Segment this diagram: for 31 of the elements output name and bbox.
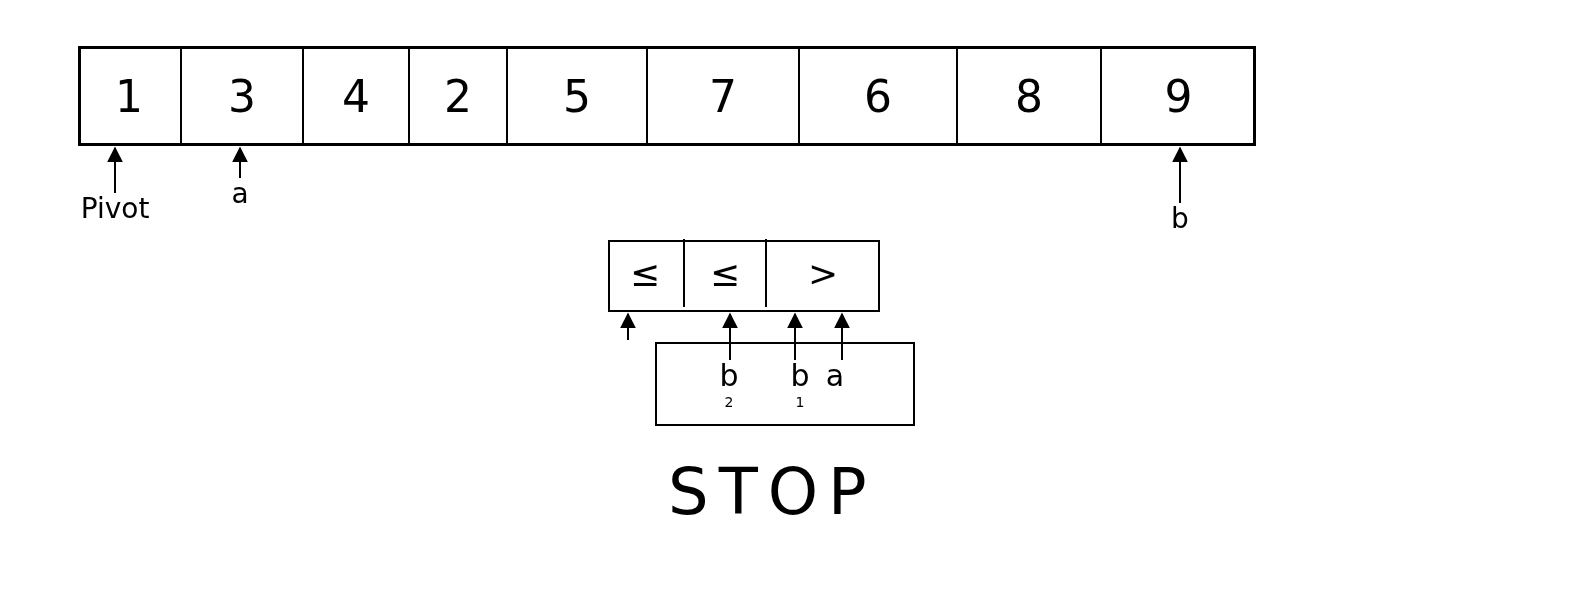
comparison-cell: ≤ — [607, 239, 685, 307]
pointer-label: a — [220, 180, 260, 220]
array-cell: 6 — [800, 46, 958, 146]
array-outline — [78, 46, 1256, 146]
comparison-cell: > — [767, 239, 879, 307]
comparison-array — [608, 240, 880, 312]
arrow — [232, 146, 248, 179]
arrow — [722, 312, 738, 361]
array-cell: 4 — [304, 46, 410, 146]
pointer-label: a — [817, 361, 853, 401]
array-cell: 7 — [648, 46, 800, 146]
array-cell: 8 — [958, 46, 1102, 146]
arrow — [834, 312, 850, 361]
array-cell: 5 — [508, 46, 648, 146]
array-cell: 2 — [410, 46, 508, 146]
arrow — [787, 312, 803, 361]
pointer-label: b — [790, 361, 810, 391]
index-number: 1 — [795, 395, 805, 409]
comparison-cell: ≤ — [685, 239, 767, 307]
pointer-label: Pivot — [70, 195, 160, 235]
pointer-label: b — [719, 361, 739, 391]
arrow — [107, 146, 123, 194]
arrow — [620, 312, 636, 341]
index-number: 2 — [724, 395, 734, 409]
array-cell: 9 — [1102, 46, 1255, 146]
pointer-label: b — [1160, 205, 1200, 245]
pointer-panel — [655, 342, 915, 426]
array-cell: 3 — [182, 46, 304, 146]
arrow — [1172, 146, 1188, 204]
array-cell: 1 — [78, 46, 182, 146]
stop-label: STOP — [668, 455, 877, 529]
